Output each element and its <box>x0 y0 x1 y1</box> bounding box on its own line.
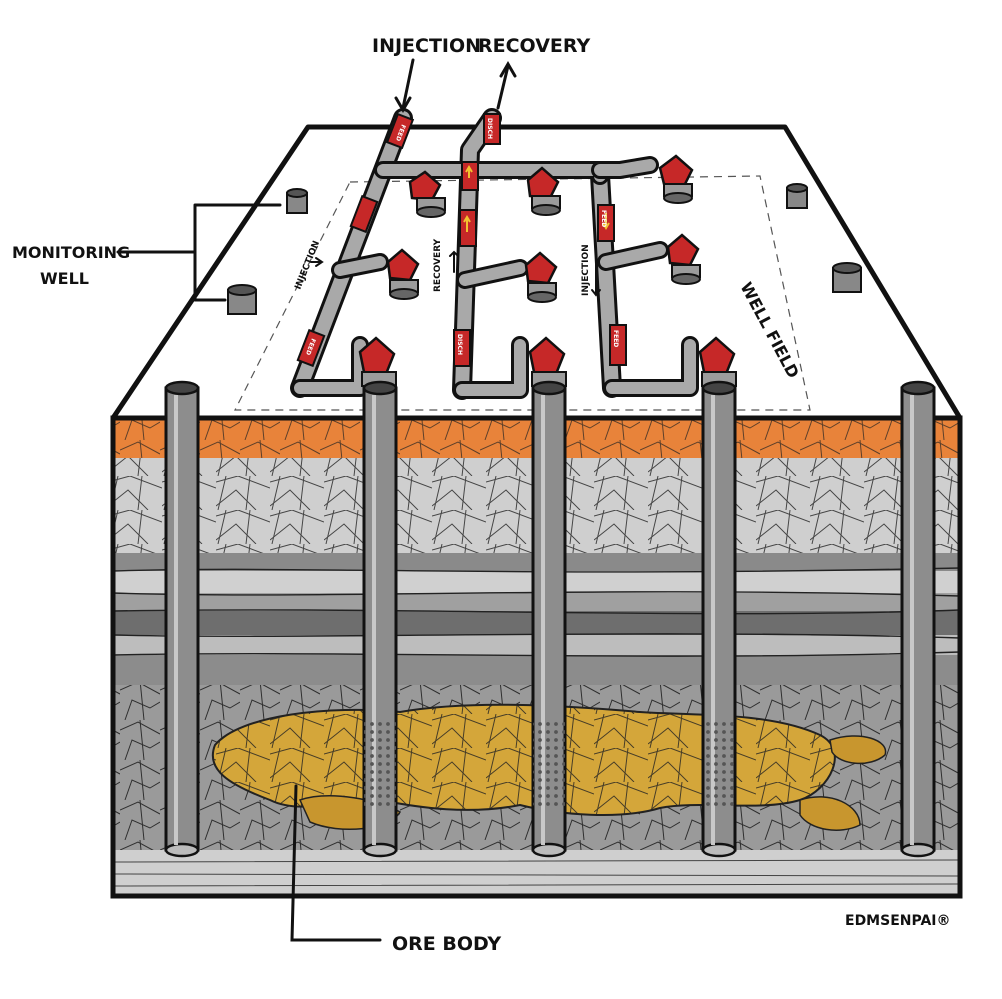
monitoring-well-cap <box>833 263 861 292</box>
pipe-tag-disch: DISCH <box>486 118 493 139</box>
monitoring-well-cap <box>228 285 256 314</box>
pipe-tag-disch-2: DISCH <box>456 334 463 355</box>
bedrock-layer <box>113 850 960 896</box>
monitoring-well-casing <box>902 382 934 856</box>
recovery-well-casing <box>533 382 565 856</box>
monitoring-well-casing <box>166 382 198 856</box>
monitoring-well-label-line2: WELL <box>40 269 89 288</box>
well-screen <box>533 720 565 810</box>
pipe-label-recovery: RECOVERY <box>433 238 443 292</box>
ore-body-label: ORE BODY <box>392 933 501 955</box>
recovery-label: RECOVERY <box>478 35 590 57</box>
monitoring-well-cap <box>287 189 307 213</box>
monitoring-well-label-line1: MONITORING <box>12 243 130 262</box>
pipe-label-injection-2: INJECTION <box>581 244 591 296</box>
monitoring-well-cap <box>787 184 807 208</box>
well-screen <box>364 720 396 810</box>
pipe-tag-feed-2: FEED <box>600 210 607 227</box>
pipe-tag-feed-3: FEED <box>612 330 619 347</box>
injection-well-casing <box>703 382 735 856</box>
injection-well-casing <box>364 382 396 856</box>
signature: EDMSENPAI® <box>845 913 951 929</box>
well-screen <box>703 720 735 810</box>
injection-label: INJECTION <box>372 35 481 57</box>
